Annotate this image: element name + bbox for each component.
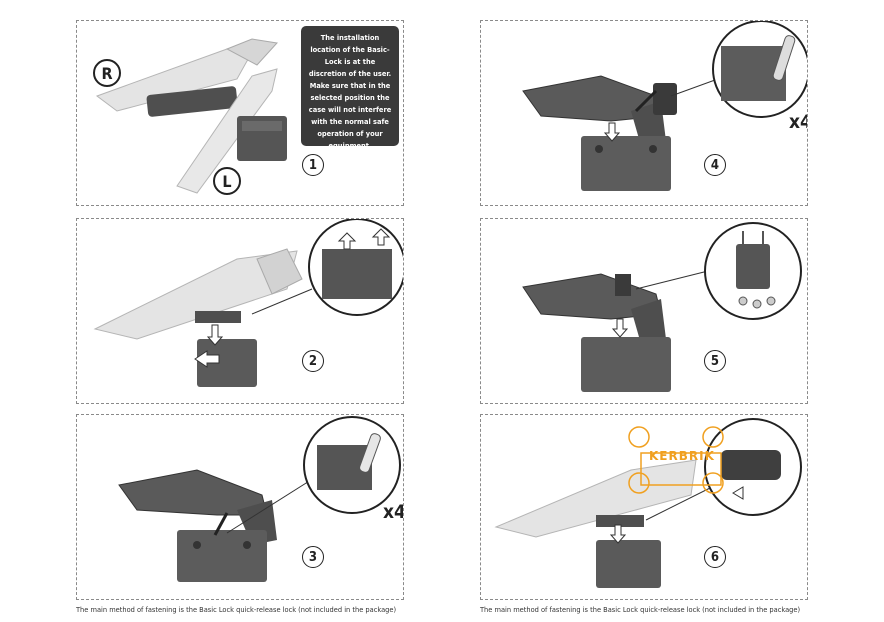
step-3-illustration [118,416,401,582]
step-number-3: 3 [302,546,324,568]
step-3-multiplier: x4 [383,501,404,523]
step-4-panel: x4 4 [480,20,808,206]
watermark-box [640,452,722,486]
step-1-panel: R L The installation location of the Bas… [76,20,404,206]
step-number-2: 2 [302,350,324,372]
step-5-illustration [522,222,802,392]
watermark-text: KERBRIK [649,449,715,463]
step-number-4: 4 [704,154,726,176]
step-4-illustration [522,21,807,191]
step-5-panel: 5 [480,218,808,404]
step-6-panel: KERBRIK 6 [480,414,808,600]
step-number-5: 5 [704,350,726,372]
step-2-panel: 2 [76,218,404,404]
left-caption: The main method of fastening is the Basi… [76,605,397,614]
step-number-1: 1 [302,154,324,176]
right-caption: The main method of fastening is the Basi… [480,605,801,614]
right-side-label: R [93,59,121,87]
step-3-panel: x4 3 [76,414,404,600]
step-number-6: 6 [704,546,726,568]
left-side-label: L [213,167,241,195]
step-2-illustration [93,219,403,387]
installation-note: The installation location of the Basic-L… [301,26,399,150]
step-1-illustration [95,38,287,194]
step-4-multiplier: x4 [789,111,807,133]
step-6-illustration [494,418,802,588]
